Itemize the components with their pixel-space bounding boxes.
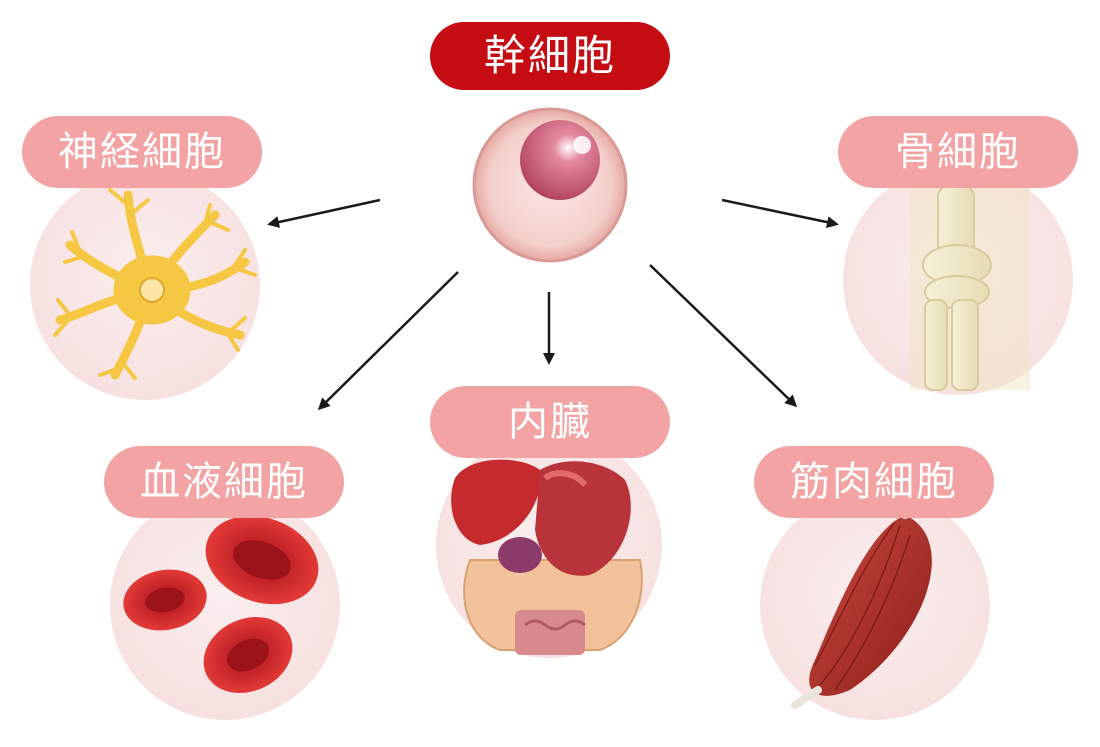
bone-cell-label: 骨細胞 <box>838 116 1078 188</box>
arrow-to-nerve <box>267 198 381 228</box>
arrow-to-muscle <box>649 264 798 408</box>
organs-label: 内臓 <box>430 386 670 458</box>
bone-icon <box>910 184 1030 391</box>
arrows <box>267 198 839 411</box>
neuron-icon <box>53 188 257 380</box>
stem-cell-icon <box>472 107 628 263</box>
arrow-to-bone <box>721 198 839 229</box>
blood-cell-label: 血液細胞 <box>104 446 344 518</box>
muscle-cell-label: 筋肉細胞 <box>754 446 994 518</box>
nerve-cell-label: 神経細胞 <box>22 116 262 188</box>
muscle-icon <box>791 496 932 709</box>
organs-icon <box>451 459 643 655</box>
stem-cell-label: 幹細胞 <box>430 22 670 90</box>
arrow-to-blood <box>317 271 459 411</box>
red-blood-cells-icon <box>123 515 319 693</box>
